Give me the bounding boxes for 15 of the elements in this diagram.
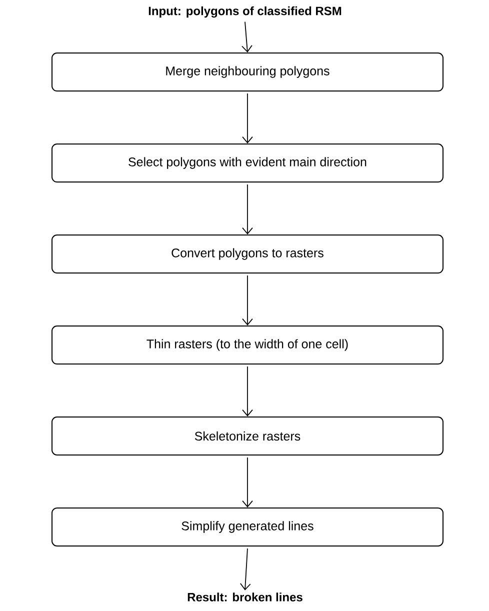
- bold-text: Result: broken lines: [188, 592, 302, 602]
- arrow: [242, 275, 253, 326]
- arrow: [240, 548, 251, 590]
- arrow: [242, 93, 253, 144]
- process-box: Select polygons with evident main direction: [52, 144, 444, 182]
- process-box: Simplify generated lines: [52, 508, 444, 546]
- process-box: Skeletonize rasters: [52, 416, 444, 456]
- arrow: [242, 366, 253, 416]
- arrow: [242, 457, 253, 508]
- arrow: [242, 184, 253, 234]
- arrow: [242, 21, 252, 53]
- process-box: Convert polygons to rasters: [52, 234, 444, 274]
- process-box: Merge neighbouring polygons: [52, 52, 444, 92]
- process-box: Thin rasters (to the width of one cell): [52, 326, 444, 364]
- bold-text: Input: polygons of classified RSM: [148, 6, 342, 18]
